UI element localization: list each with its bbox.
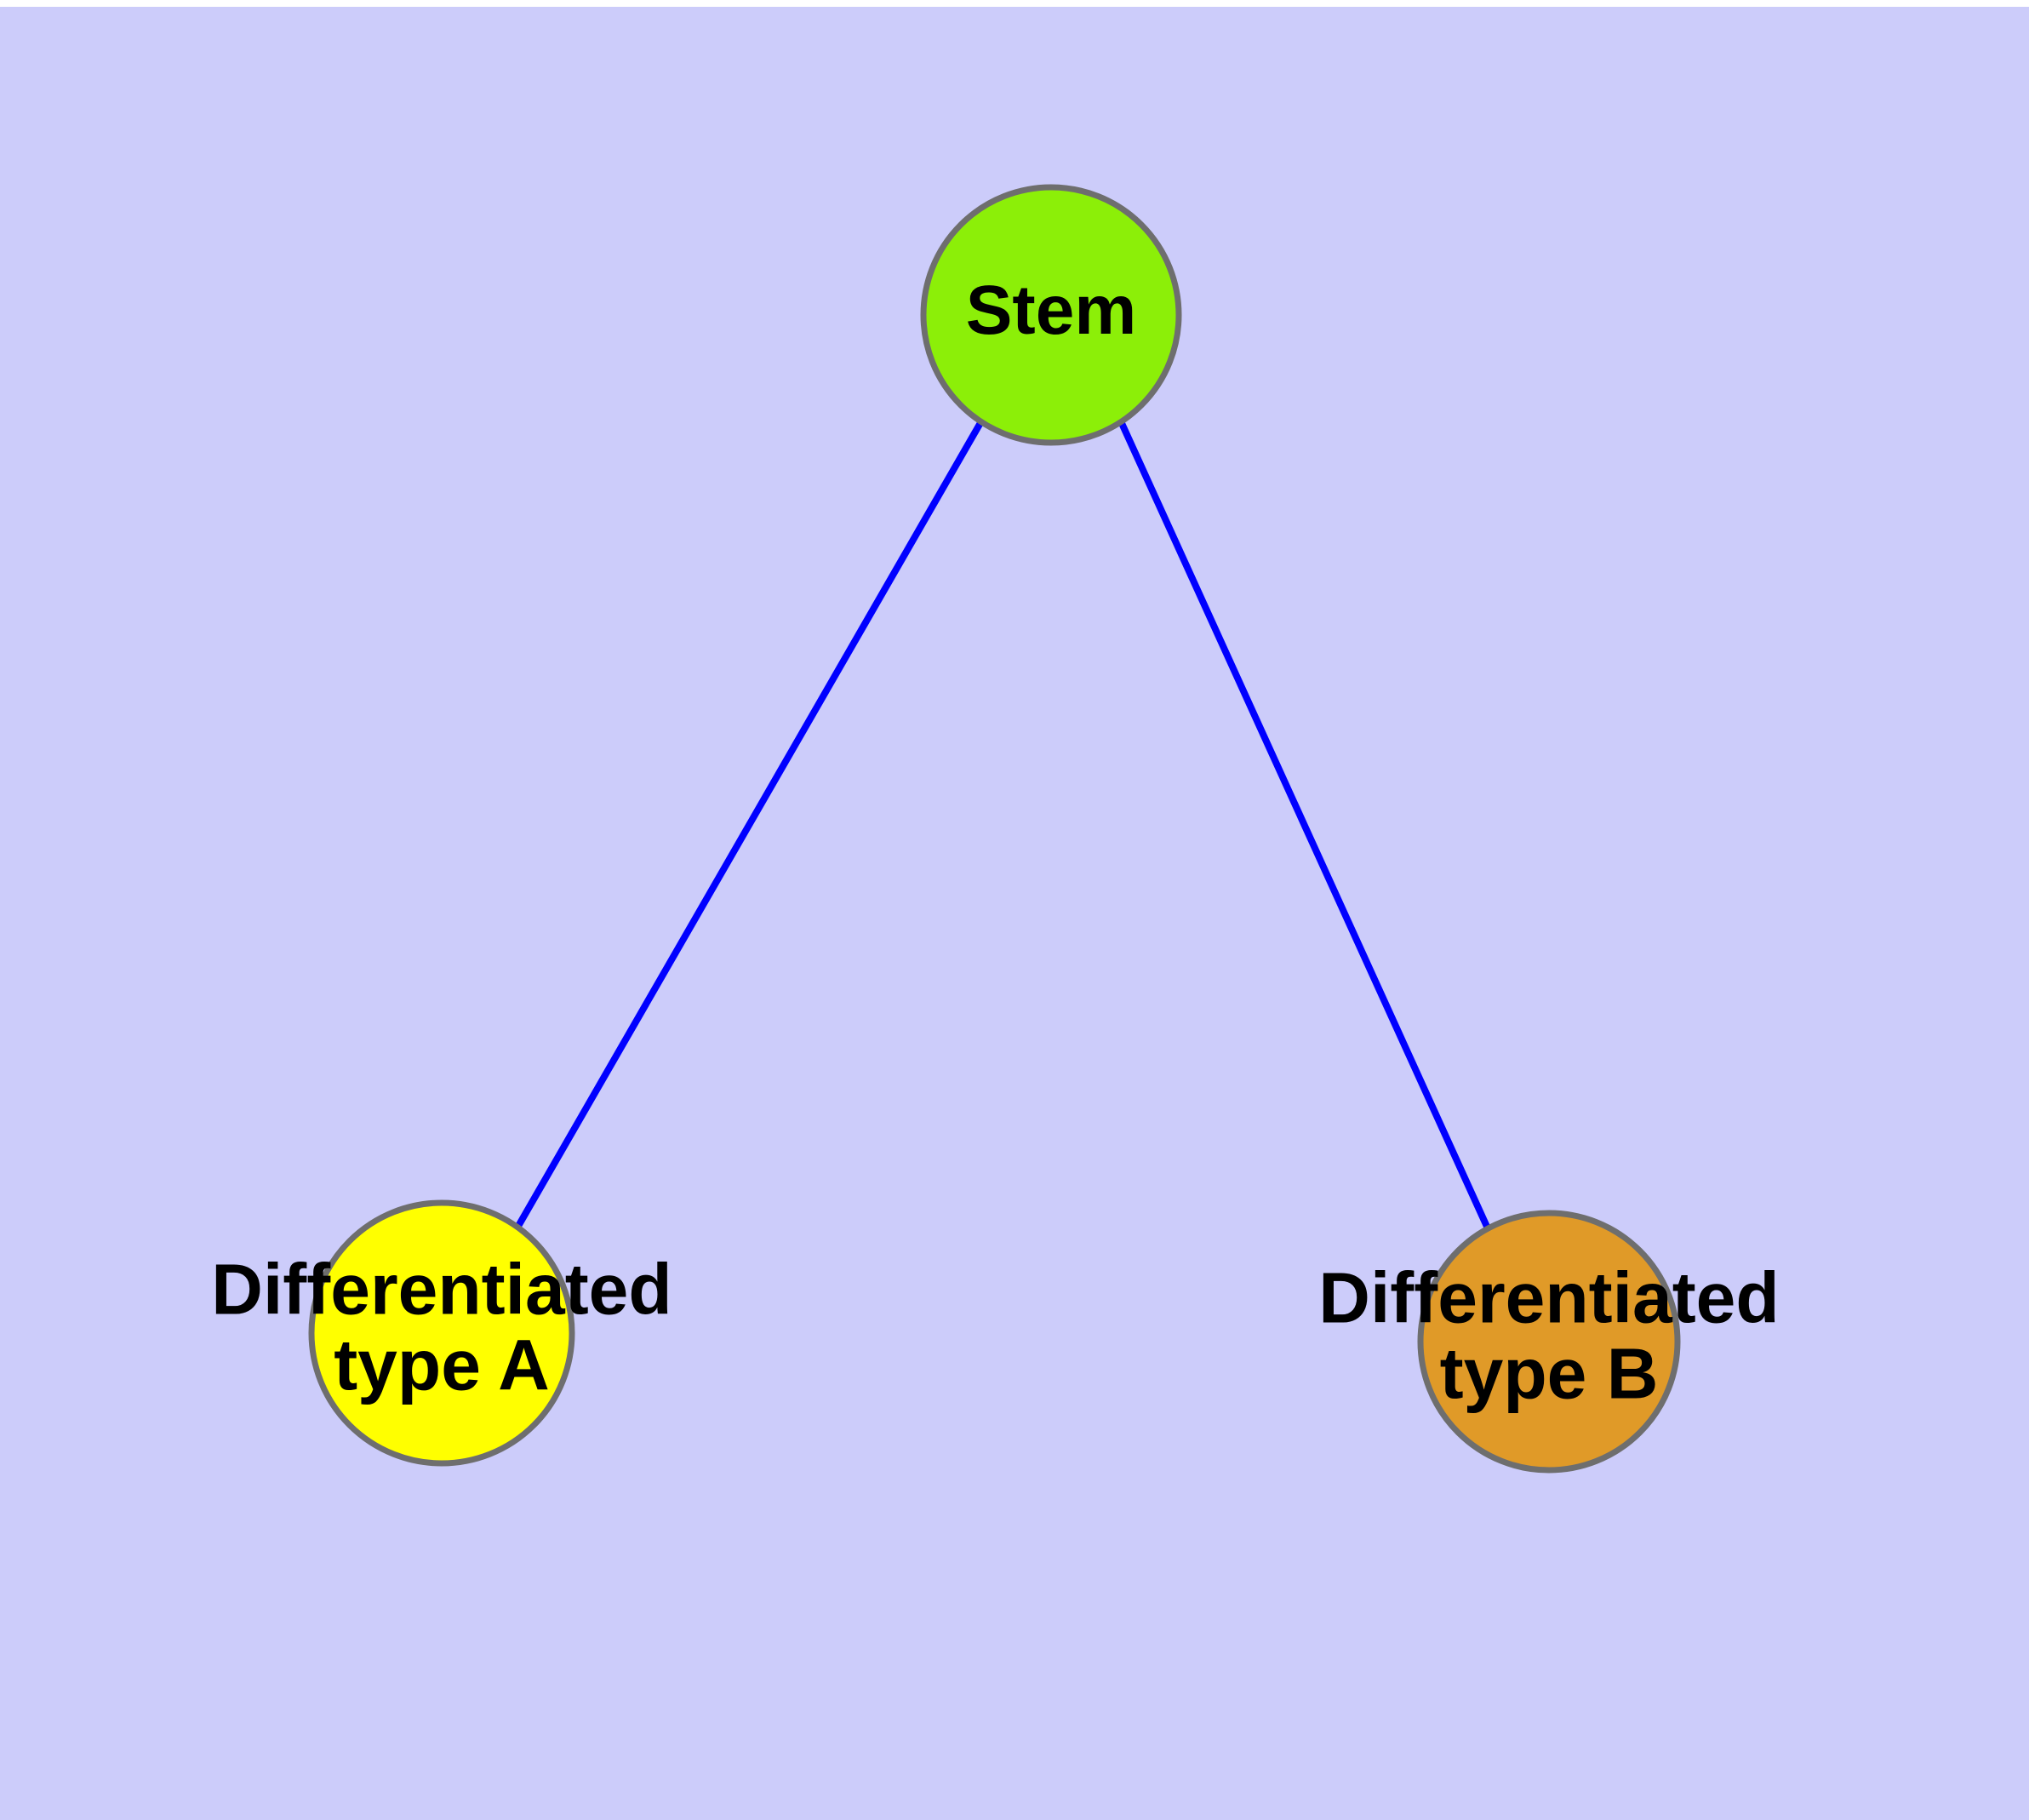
node-stem-circle[interactable]	[920, 184, 1182, 446]
node-differentiated-type-b[interactable]	[1417, 1210, 1681, 1474]
label-line: type A	[334, 1325, 550, 1405]
node-layer	[308, 184, 1681, 1474]
node-stem[interactable]	[920, 184, 1182, 446]
label-line: type B	[1440, 1334, 1659, 1414]
node-differentiated-type-a[interactable]	[308, 1199, 575, 1467]
label-line: Stem	[966, 272, 1137, 349]
label-line: Differentiated	[211, 1250, 672, 1330]
node-differentiated-type-a-circle[interactable]	[308, 1199, 575, 1467]
label-line: Differentiated	[1318, 1258, 1779, 1338]
node-differentiated-type-b-circle[interactable]	[1417, 1210, 1681, 1474]
node-stem-label: Stem	[966, 272, 1137, 349]
edge-layer	[514, 420, 1491, 1230]
edge-stem-to-differentiated-type-a[interactable]	[514, 420, 985, 1229]
edge-stem-to-differentiated-type-b[interactable]	[1117, 420, 1491, 1230]
